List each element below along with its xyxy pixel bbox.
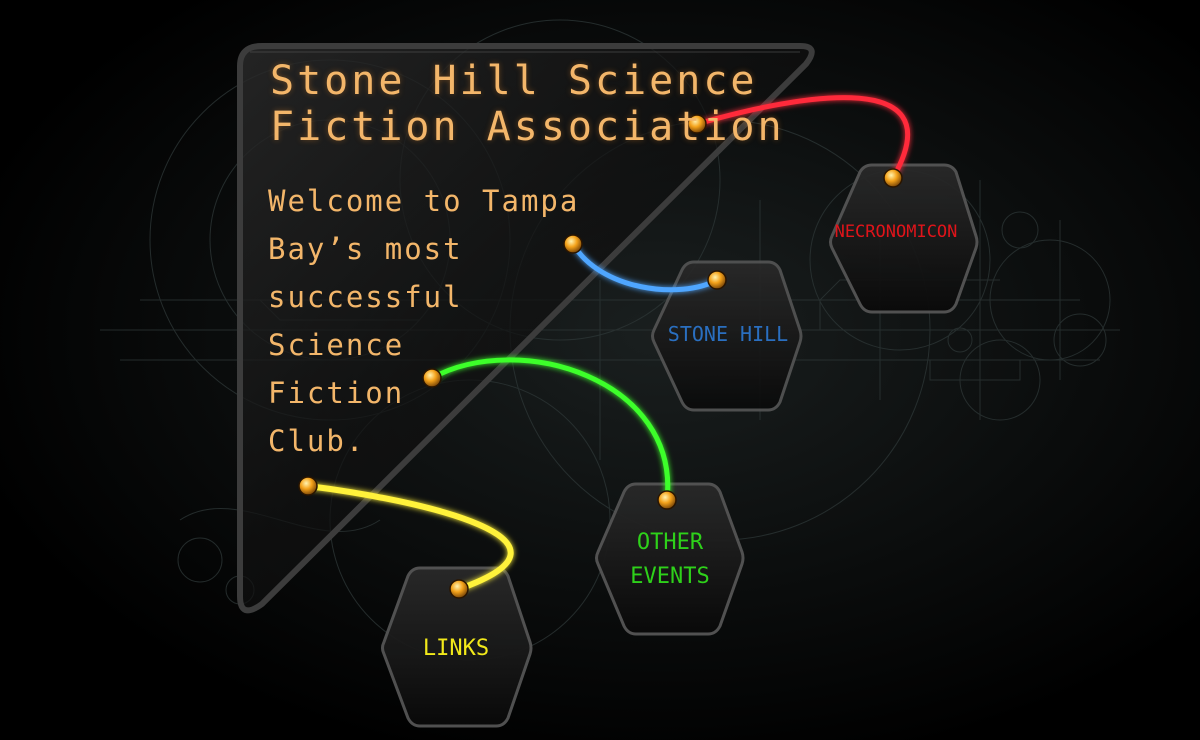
intro-line: Bay’s most bbox=[268, 232, 463, 266]
node-intro-2 bbox=[422, 368, 442, 388]
intro-text: Welcome to Tampa Bay’s most successful S… bbox=[268, 177, 579, 465]
intro-line: Science bbox=[268, 328, 405, 362]
hex-necronomicon bbox=[829, 163, 979, 314]
cable-yellow bbox=[305, 483, 514, 592]
hex-links bbox=[381, 566, 533, 728]
node-links bbox=[449, 579, 469, 599]
site-title: Stone Hill Science Fiction Association bbox=[270, 58, 785, 150]
nav-stone-hill-button[interactable]: STONE HILL bbox=[658, 322, 798, 346]
cable-green bbox=[429, 357, 671, 503]
nav-links-button[interactable]: LINKS bbox=[386, 636, 526, 661]
intro-panel bbox=[237, 43, 815, 614]
cable-blue bbox=[570, 241, 720, 293]
cable-red bbox=[694, 95, 911, 181]
intro-line: Fiction bbox=[268, 376, 405, 410]
hex-other-events bbox=[595, 482, 745, 636]
nav-other-events-label-2: EVENTS bbox=[630, 564, 710, 589]
nav-necronomicon-button[interactable]: NECRONOMICON bbox=[826, 222, 966, 242]
intro-line: Welcome to Tampa bbox=[268, 184, 580, 218]
node-intro-1 bbox=[563, 234, 583, 254]
site-title-line-2: Fiction Association bbox=[270, 104, 785, 150]
intro-line: successful bbox=[268, 280, 463, 314]
node-necronomicon bbox=[883, 168, 903, 188]
nav-stone-hill-label: STONE HILL bbox=[667, 322, 789, 346]
node-stone-hill bbox=[707, 270, 727, 290]
nav-necronomicon-label: NECRONOMICON bbox=[834, 222, 958, 242]
nav-other-events-button[interactable]: OTHER EVENTS bbox=[600, 526, 740, 594]
nav-links-label: LINKS bbox=[422, 636, 490, 661]
hex-stone-hill bbox=[651, 260, 803, 412]
site-title-line-1: Stone Hill Science bbox=[270, 58, 758, 104]
node-title bbox=[687, 114, 707, 134]
node-intro-3 bbox=[298, 476, 318, 496]
intro-line: Club. bbox=[268, 424, 366, 458]
nav-other-events-label-1: OTHER bbox=[636, 530, 704, 555]
node-other-events bbox=[657, 490, 677, 510]
connector-nodes bbox=[298, 114, 903, 599]
cables bbox=[305, 95, 911, 592]
